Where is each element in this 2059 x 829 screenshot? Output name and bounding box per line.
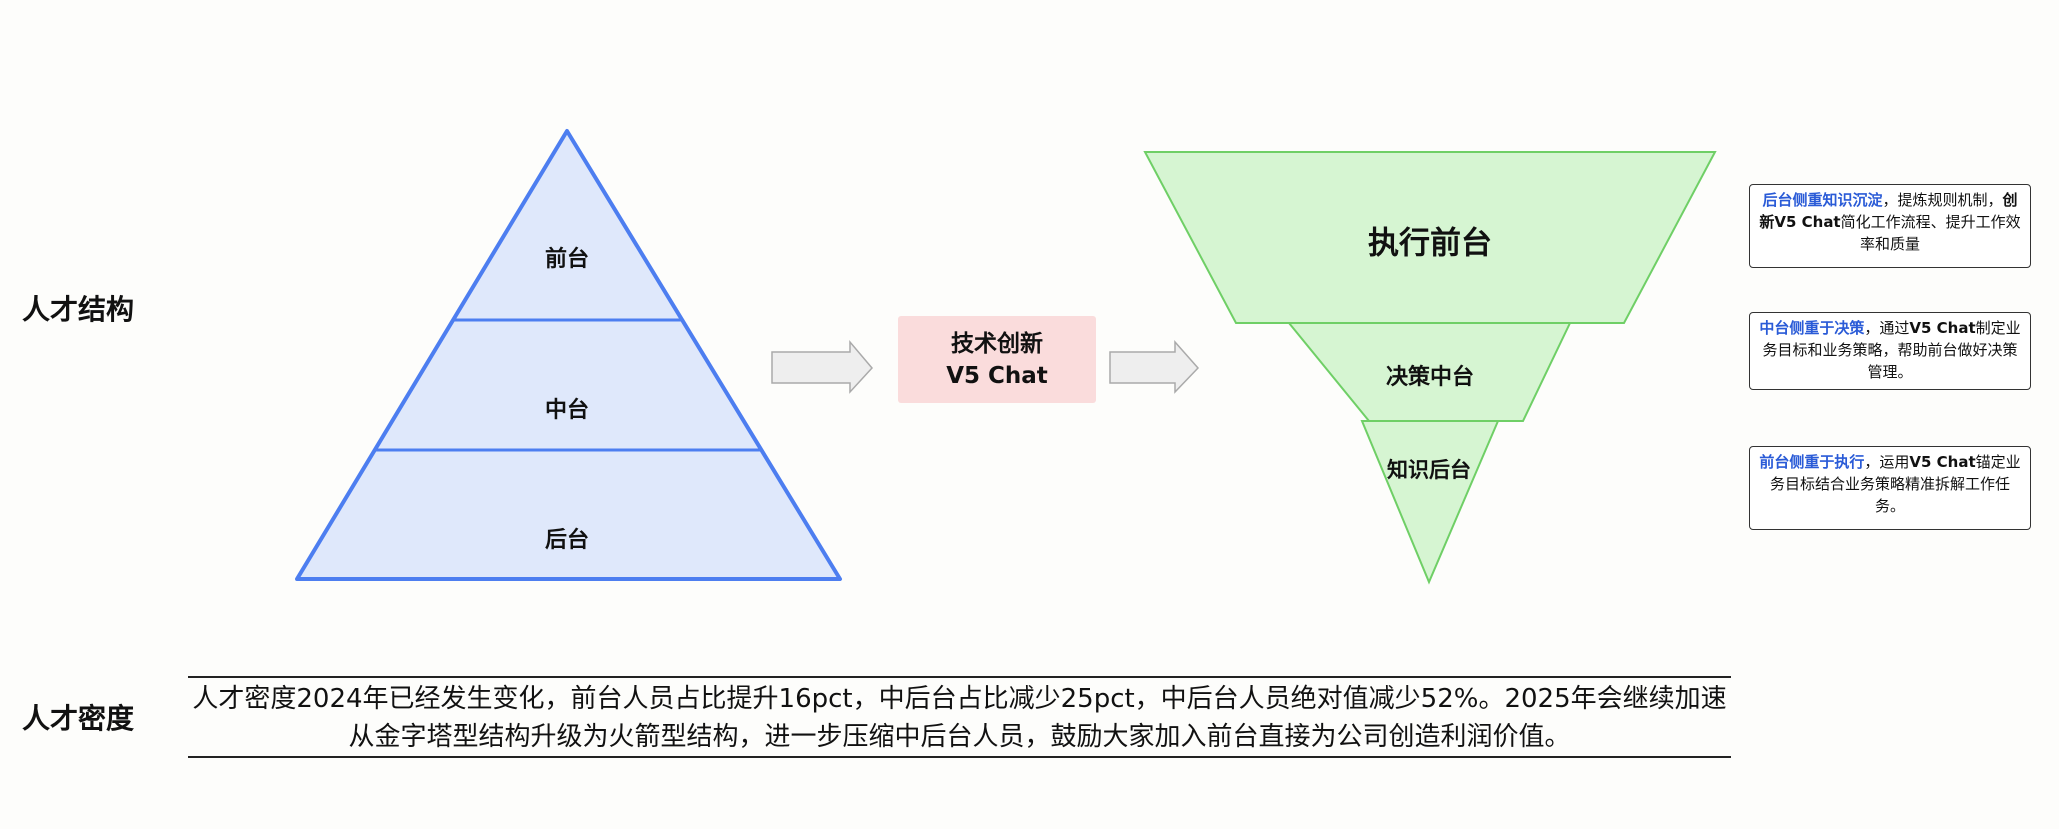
- section-label-structure: 人才结构: [22, 293, 135, 326]
- funnel-label-top: 执行前台: [1368, 225, 1492, 262]
- note-bold: 创新V5 Chat: [1759, 191, 2018, 231]
- note-text: 简化工作流程、提升工作效率和质量: [1840, 213, 2021, 253]
- note-text: ，运用: [1864, 453, 1910, 471]
- funnel-label-middle: 决策中台: [1385, 365, 1475, 390]
- note-text: 制定业务目标和业务策略，帮助前台做好决策管理。: [1762, 319, 2021, 381]
- tech-line-1: 技术创新: [951, 330, 1043, 357]
- pyramid-label-bottom: 后台: [544, 528, 590, 553]
- pyramid: [295, 129, 842, 581]
- funnel-bottom: [1360, 420, 1500, 585]
- funnel-label-bottom: 知识后台: [1387, 458, 1471, 482]
- note-text: ，通过: [1864, 319, 1910, 337]
- note-backend: 后台侧重知识沉淀，提炼规则机制，创新V5 Chat简化工作流程、提升工作效率和质…: [1749, 184, 2031, 268]
- density-paragraph: 人才密度2024年已经发生变化，前台人员占比提升16pct，中后台占比减少25p…: [188, 676, 1731, 758]
- note-middle: 中台侧重于决策，通过V5 Chat制定业务目标和业务策略，帮助前台做好决策管理。: [1749, 312, 2031, 390]
- arrow-right-icon: [771, 339, 873, 394]
- tech-innovation-box: 技术创新 V5 Chat: [898, 316, 1096, 403]
- pyramid-shape: [295, 129, 842, 581]
- note-text: 锚定业务目标结合业务策略精准拆解工作任务。: [1769, 453, 2021, 515]
- arrow-right-icon: [1109, 340, 1200, 394]
- funnel-top: [1143, 151, 1717, 324]
- note-bold: V5 Chat: [1909, 319, 1976, 337]
- note-bold: V5 Chat: [1909, 453, 1976, 471]
- note-highlight: 前台侧重于执行: [1759, 453, 1865, 471]
- pyramid-label-top: 前台: [544, 247, 590, 272]
- pyramid-label-middle: 中台: [544, 398, 590, 423]
- note-highlight: 中台侧重于决策: [1759, 319, 1865, 337]
- tech-line-2: V5 Chat: [946, 362, 1048, 389]
- note-front: 前台侧重于执行，运用V5 Chat锚定业务目标结合业务策略精准拆解工作任务。: [1749, 446, 2031, 530]
- funnel: [1143, 151, 1717, 585]
- funnel-middle: [1286, 322, 1572, 422]
- section-label-density: 人才密度: [22, 702, 135, 735]
- note-text: ，提炼规则机制，: [1882, 191, 2003, 209]
- note-highlight: 后台侧重知识沉淀: [1762, 191, 1883, 209]
